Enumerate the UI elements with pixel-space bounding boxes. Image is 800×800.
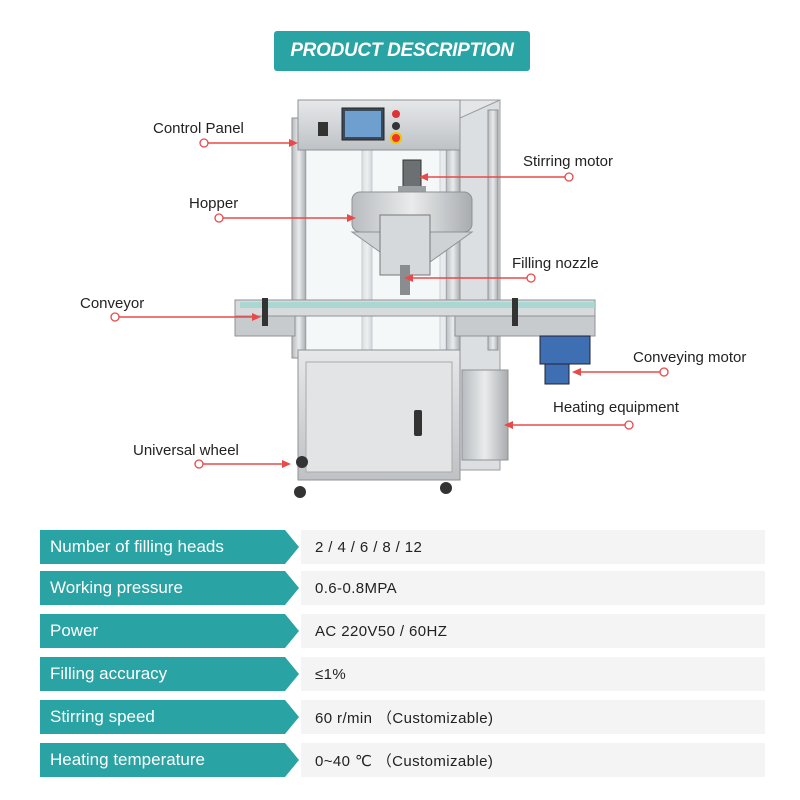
callout-hopper: Hopper xyxy=(189,195,239,212)
callout-filling-nozzle: Filling nozzle xyxy=(512,255,599,272)
spec-label: Filling accuracy xyxy=(40,657,299,691)
spec-value: 0~40 ℃ （Customizable) xyxy=(301,743,765,777)
spec-row: Power AC 220V50 / 60HZ xyxy=(40,614,765,648)
spec-value: 2 / 4 / 6 / 8 / 12 xyxy=(301,530,765,564)
spec-label: Working pressure xyxy=(40,571,299,605)
filling-machine-illustration xyxy=(110,99,669,498)
callout-conveyor: Conveyor xyxy=(80,295,145,312)
callout-heating-equipment: Heating equipment xyxy=(553,399,679,416)
product-description-banner: PRODUCT DESCRIPTION xyxy=(274,31,530,71)
spec-label: Number of filling heads xyxy=(40,530,299,564)
spec-value: 60 r/min （Customizable) xyxy=(301,700,765,734)
callout-stirring-motor: Stirring motor xyxy=(523,153,614,170)
callout-conveying-motor: Conveying motor xyxy=(633,349,747,366)
spec-value: 0.6-0.8MPA xyxy=(301,571,765,605)
machine-diagram xyxy=(0,80,800,510)
spec-value: AC 220V50 / 60HZ xyxy=(301,614,765,648)
callout-control-panel: Control Panel xyxy=(153,120,244,137)
spec-row: Stirring speed 60 r/min （Customizable) xyxy=(40,700,765,734)
spec-row: Working pressure 0.6-0.8MPA xyxy=(40,571,765,605)
spec-value: ≤1% xyxy=(301,657,765,691)
banner-title: PRODUCT DESCRIPTION xyxy=(290,40,514,61)
spec-row: Filling accuracy ≤1% xyxy=(40,657,765,691)
callout-universal-wheel: Universal wheel xyxy=(133,442,239,459)
spec-label: Power xyxy=(40,614,299,648)
spec-label: Heating temperature xyxy=(40,743,299,777)
spec-row: Heating temperature 0~40 ℃ （Customizable… xyxy=(40,743,765,777)
spec-row: Number of filling heads 2 / 4 / 6 / 8 / … xyxy=(40,530,765,564)
spec-label: Stirring speed xyxy=(40,700,299,734)
